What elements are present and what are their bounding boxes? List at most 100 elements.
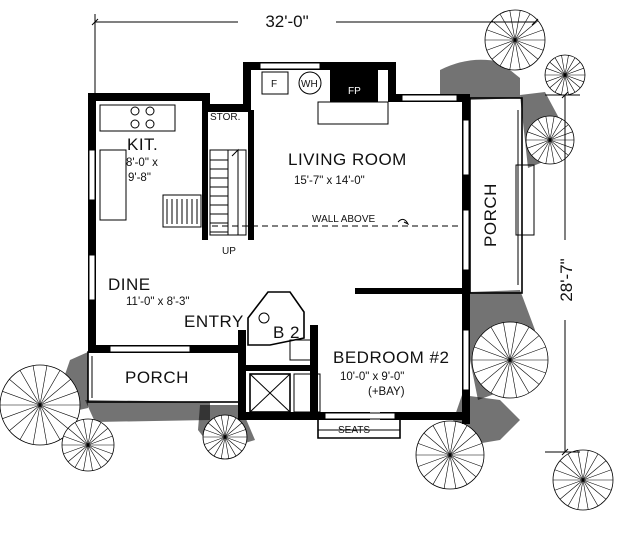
tree-branch: [527, 131, 551, 141]
tree-branch: [554, 469, 584, 481]
tree-branch: [224, 422, 243, 438]
storage-label: STOR.: [210, 112, 240, 123]
tree-branch: [486, 29, 516, 41]
tree-branch: [432, 454, 451, 485]
dine-label: DINE: [108, 275, 151, 294]
landscape-shrubs: [58, 59, 560, 452]
tree-branch: [87, 435, 113, 446]
tree-branch: [564, 74, 584, 83]
tree-branch: [474, 346, 511, 361]
dimension-depth: 28'-7": [545, 91, 580, 456]
tree-branch: [561, 55, 566, 76]
tree-branch: [480, 359, 511, 385]
tree-branch: [224, 429, 246, 438]
tree-branch: [63, 435, 89, 446]
tree-branch: [564, 74, 581, 89]
tree-branch: [449, 454, 483, 467]
tree-branch: [19, 404, 41, 440]
tree-branch: [527, 139, 551, 149]
tree-branch: [509, 359, 530, 394]
tree-branch: [67, 444, 89, 462]
tree-branch: [449, 421, 457, 456]
living-room-size: 15'-7" x 14'-0": [294, 175, 365, 187]
tree-branch: [564, 55, 569, 76]
tree-branch: [582, 453, 599, 481]
tree-branch: [213, 436, 226, 457]
tree-branch: [224, 415, 230, 438]
tree-branch: [509, 322, 517, 361]
tree-branch: [509, 326, 530, 361]
tree-branch: [554, 479, 584, 491]
tree-branch: [564, 61, 581, 76]
tree-branch: [514, 10, 521, 41]
tree-branch: [486, 39, 516, 51]
landscape-trees: [0, 9, 614, 511]
fixture-labels: F WH FP UP WALL ABOVE SEATS: [222, 79, 376, 436]
tree-branch: [554, 57, 566, 76]
tree-branch: [39, 404, 48, 445]
tree-branch: [537, 139, 551, 161]
tree-branch: [490, 359, 511, 394]
tree-branch: [582, 479, 599, 507]
room-labels: KIT. 8'-0" x 9'-8" STOR. LIVING ROOM 15'…: [108, 112, 500, 398]
tree-branch: [423, 454, 451, 478]
tree-branch: [207, 436, 226, 452]
tree-branch: [509, 10, 516, 41]
tree-branch: [39, 370, 61, 406]
tree-branch: [220, 415, 226, 438]
tree-branch: [549, 131, 573, 141]
tree-branch: [503, 359, 511, 398]
tree-branch: [220, 436, 226, 459]
overall-width-label: 32'-0": [265, 12, 308, 31]
tree-branch: [2, 404, 41, 419]
tree-branch: [87, 422, 102, 446]
dimension-width: 32'-0": [91, 8, 539, 95]
tree-branch: [582, 479, 607, 500]
tree-branch: [87, 428, 109, 446]
tree-branch: [549, 139, 555, 164]
bath-fixtures: [249, 339, 321, 413]
tree-branch: [449, 425, 468, 456]
kitchen-size-b: 9'-8": [128, 172, 151, 184]
tree-branch: [546, 74, 566, 83]
bedroom-note: (+BAY): [368, 386, 405, 398]
tree-branch: [32, 365, 41, 406]
tree-branch: [564, 74, 569, 95]
front-porch-label: PORCH: [125, 368, 189, 387]
tree-branch: [564, 67, 584, 76]
tree-branch: [491, 20, 516, 41]
tree-branch: [39, 379, 71, 406]
bay-seats: [317, 420, 401, 439]
tree-branch: [549, 116, 555, 141]
tree-branch: [582, 479, 589, 510]
tree-branch: [63, 444, 89, 455]
tree-branch: [549, 139, 573, 149]
tree-branch: [491, 39, 516, 60]
tree-branch: [432, 425, 451, 456]
tree-branch: [39, 404, 78, 419]
side-porch-label: PORCH: [481, 183, 500, 247]
tree-branch: [559, 460, 584, 481]
tree-branch: [514, 29, 544, 41]
tree-branch: [9, 379, 41, 406]
seats-label: SEATS: [338, 425, 370, 436]
tree-branch: [577, 450, 584, 481]
tree-branch: [87, 444, 102, 468]
tree-branch: [449, 432, 477, 456]
tree-branch: [567, 479, 584, 507]
tree-branch: [2, 391, 41, 406]
water-heater-label: WH: [301, 79, 318, 90]
tree-branch: [537, 119, 551, 141]
tree-branch: [480, 335, 511, 361]
tree-branch: [564, 74, 576, 93]
stair: [209, 148, 247, 236]
tree-branch: [423, 432, 451, 456]
bedroom-label: BEDROOM #2: [333, 348, 449, 367]
tree-branch: [224, 436, 243, 452]
tree-branch: [39, 365, 48, 406]
tree-branch: [582, 479, 612, 491]
tree-branch: [545, 139, 551, 164]
tree-branch: [531, 139, 551, 156]
wall-above-label: WALL ABOVE: [312, 214, 376, 225]
tree-branch: [224, 436, 246, 445]
